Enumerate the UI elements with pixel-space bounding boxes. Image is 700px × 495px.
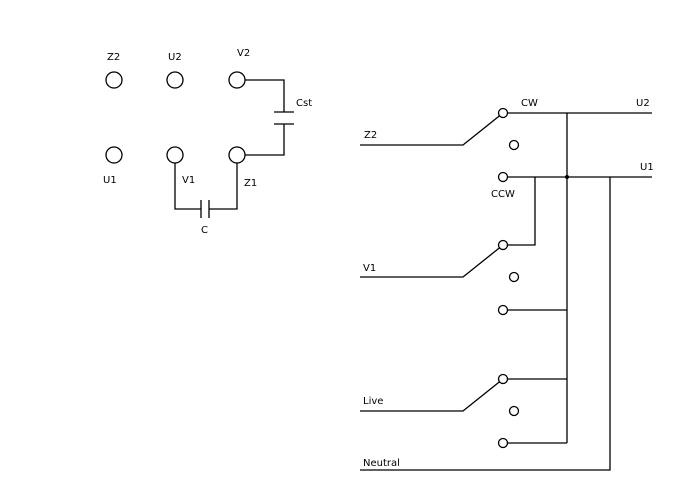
neutral-line <box>360 177 611 471</box>
wire-c-z1 <box>209 163 238 210</box>
switch-arm-z2 <box>360 112 504 146</box>
contact-live-low <box>497 437 509 449</box>
contact-z2-mid <box>508 139 520 151</box>
motor-terminal-block: Z2 U2 V2 U1 V1 Z1 Cst C <box>103 48 312 236</box>
label-u2: U2 <box>168 52 182 63</box>
terminal-z1 <box>228 146 246 164</box>
label-cst: Cst <box>296 98 312 109</box>
label-in-neutral: Neutral <box>363 458 400 469</box>
label-out-u2: U2 <box>636 98 650 109</box>
reversing-switch: CW CCW U2 U1 Z2 V1 Live Neutral <box>360 98 654 471</box>
vertical-ccw <box>503 177 536 246</box>
label-z1: Z1 <box>244 178 257 189</box>
start-capacitor <box>274 111 294 125</box>
wire-cst-z1 <box>245 124 285 156</box>
run-capacitor <box>200 200 210 218</box>
label-ccw: CCW <box>491 189 515 200</box>
wire-v2-cst <box>245 79 285 112</box>
label-u1: U1 <box>103 175 117 186</box>
junction-dot <box>565 175 569 179</box>
switch-arm-v1 <box>360 244 504 278</box>
label-cw: CW <box>521 98 538 109</box>
contact-v1-mid <box>508 271 520 283</box>
label-out-u1: U1 <box>640 162 654 173</box>
terminal-v2 <box>228 71 246 89</box>
terminal-z2 <box>105 71 123 89</box>
contact-live-top <box>497 373 509 385</box>
terminal-u2 <box>166 71 184 89</box>
terminal-v1 <box>166 146 184 164</box>
label-z2: Z2 <box>107 52 120 63</box>
label-in-v1: V1 <box>363 263 376 274</box>
contact-z2-top <box>497 107 509 119</box>
label-v2: V2 <box>237 48 250 59</box>
switch-arm-live <box>360 378 504 412</box>
contact-v1-low <box>497 304 509 316</box>
terminal-u1 <box>105 146 123 164</box>
contact-z2-low <box>497 171 509 183</box>
wire-v1-c <box>174 163 201 210</box>
label-in-z2: Z2 <box>364 130 377 141</box>
label-v1: V1 <box>182 175 195 186</box>
label-in-live: Live <box>363 396 383 407</box>
contact-live-mid <box>508 405 520 417</box>
label-c: C <box>201 225 208 236</box>
contact-v1-top <box>497 239 509 251</box>
